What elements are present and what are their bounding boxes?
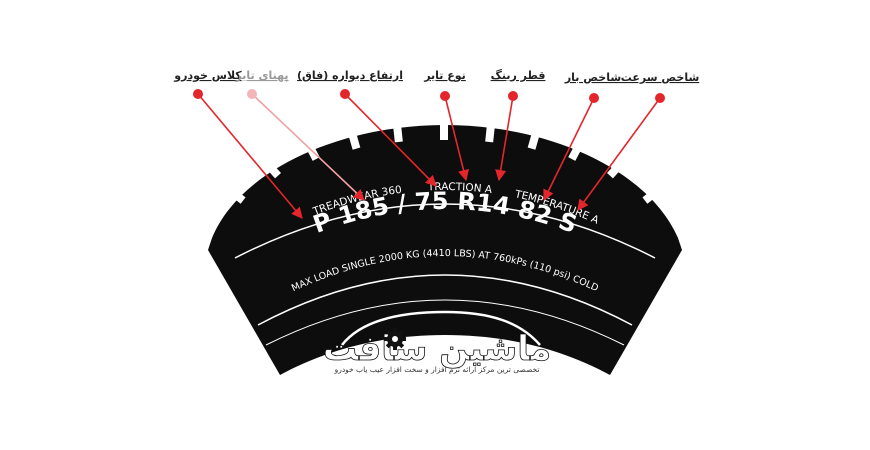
dot-tire-type xyxy=(440,91,450,101)
dot-load-index xyxy=(589,93,599,103)
dot-vehicle-class xyxy=(193,89,203,99)
sidewall-line-3 xyxy=(265,299,625,346)
pointer-rim-diameter xyxy=(495,95,514,182)
label-rim-diameter: قطر رینگ xyxy=(491,68,546,82)
tire-body xyxy=(208,125,682,375)
pointer-vehicle-class xyxy=(197,93,303,219)
dot-tire-width xyxy=(247,89,257,99)
dot-rim-diameter xyxy=(508,91,518,101)
logo-car-silhouette xyxy=(341,310,541,346)
label-speed-index: شاخص سرعت xyxy=(621,71,700,84)
label-tire-type: نوع تایر xyxy=(423,69,466,82)
pointer-tire-type xyxy=(444,95,469,182)
logo-brand-text: ماشین سافت xyxy=(323,329,551,369)
pointers xyxy=(197,93,661,219)
pointer-dots xyxy=(193,89,665,103)
dot-speed-index xyxy=(655,93,665,103)
label-tire-width: پهنای تایر xyxy=(234,69,288,82)
brand-logo: ماشین سافت تخصصی ترین مرکز ارائه نرم افز… xyxy=(323,310,551,374)
label-sidewall-height: ارتفاع دیواره (فاق) xyxy=(297,69,403,82)
label-load-index: شاخص بار xyxy=(564,71,621,84)
pointer-tire-width xyxy=(251,93,365,201)
gear-icon xyxy=(384,328,406,350)
tread-pattern xyxy=(226,124,662,204)
pointer-load-index xyxy=(543,97,595,202)
sidewall-line-2 xyxy=(257,274,633,326)
logo-tagline: تخصصی ترین مرکز ارائه نرم افزار و سخت اف… xyxy=(334,365,540,374)
label-vehicle-class: کلاس خودرو xyxy=(173,69,242,82)
pointer-speed-index xyxy=(577,97,661,211)
dot-sidewall-height xyxy=(340,89,350,99)
pointer-sidewall-height xyxy=(344,93,437,187)
sidewall-line-1 xyxy=(234,203,656,259)
